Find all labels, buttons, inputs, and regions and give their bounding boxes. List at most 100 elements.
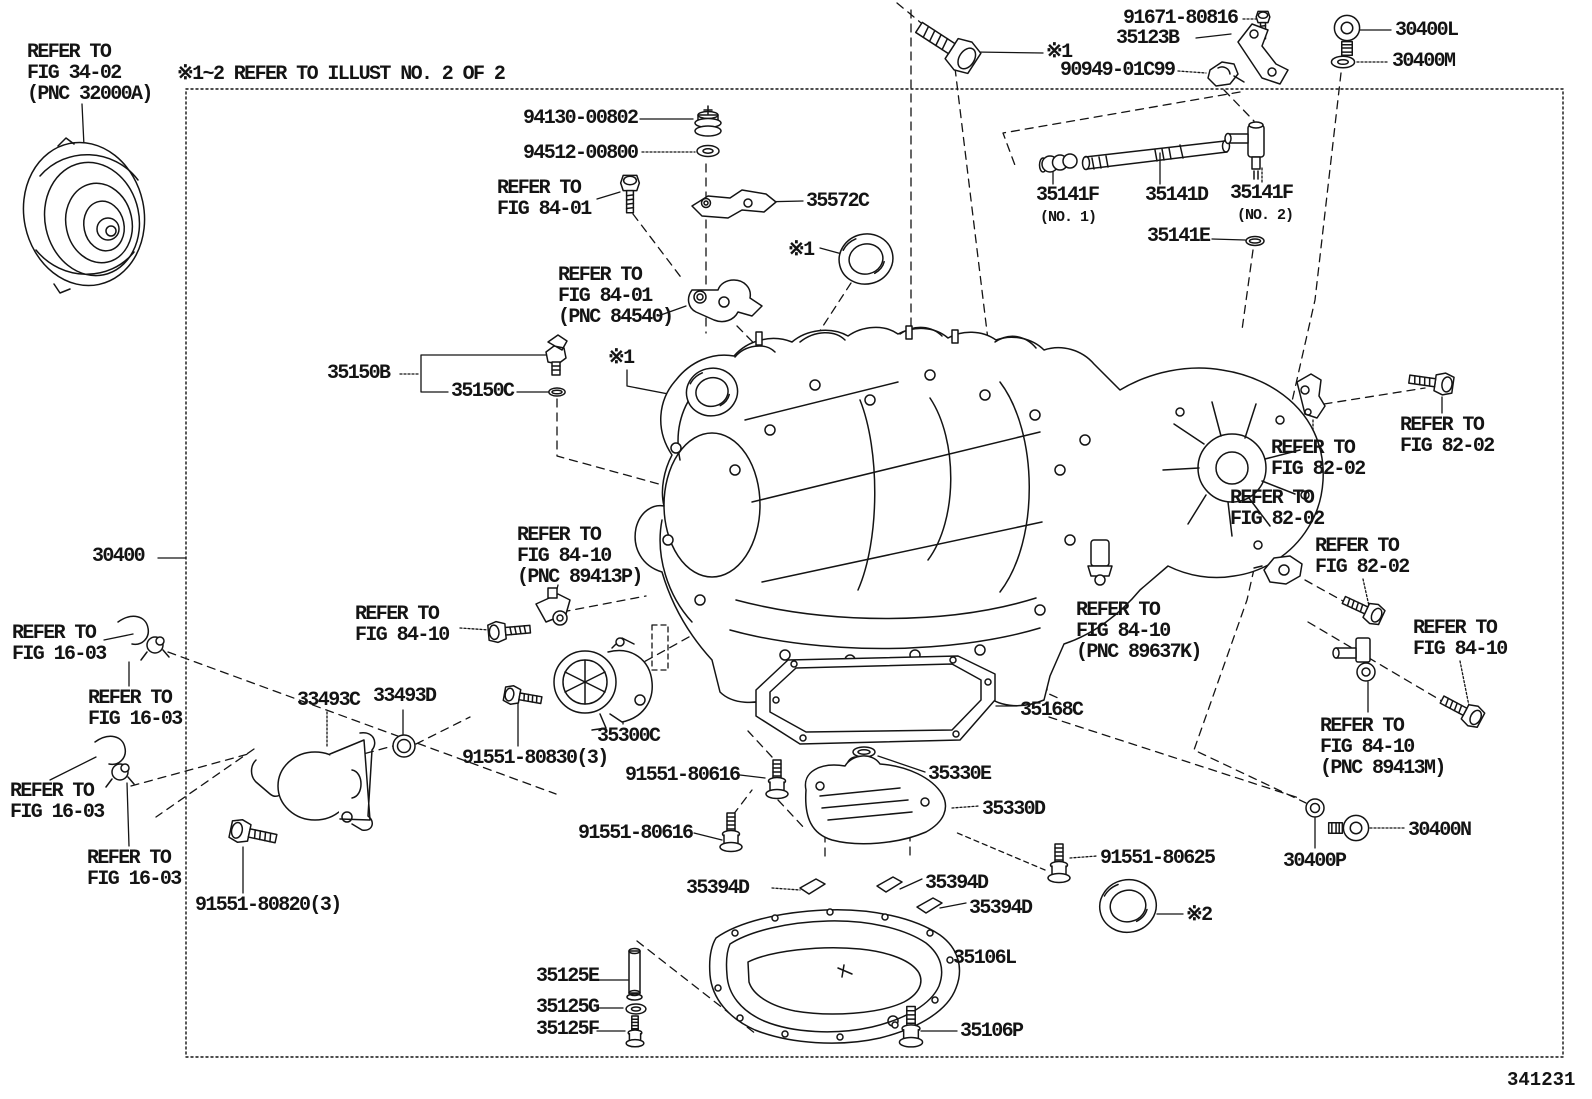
plug-30400L-icon	[1333, 14, 1361, 57]
part-94512-00800: 94512-00800	[523, 142, 639, 165]
plate-35572C-icon	[692, 190, 776, 218]
doc-number: 341231	[1507, 1069, 1576, 1091]
transaxle-case-drawing	[635, 326, 1323, 706]
ref-fig-34-02: REFER TO FIG 34-02 (PNC 32000A)	[27, 41, 153, 106]
bolt-fig8401-icon	[620, 174, 640, 214]
part-35106P: 35106P	[960, 1020, 1024, 1043]
washer-30400P-icon	[1306, 799, 1324, 817]
part-35141F-no1: 35141F	[1036, 184, 1100, 207]
oring-33493D-icon	[393, 735, 415, 757]
diagram-frame-border	[186, 89, 1563, 1057]
ref-fig-16-03-a: REFER TO FIG 16-03	[12, 622, 107, 666]
part-94130-00802: 94130-00802	[523, 107, 639, 130]
ref-fig-84-10-pnc89637K: REFER TO FIG 84-10 (PNC 89637K)	[1076, 599, 1202, 664]
control-rod-35141D-icon	[1083, 140, 1230, 170]
ref-fig-82-02-c: REFER TO FIG 82-02	[1230, 487, 1325, 531]
hose-clip-b-icon	[95, 736, 134, 787]
seal-x1-front-icon	[833, 227, 899, 291]
bolt-8202-b-icon	[1407, 367, 1456, 397]
part-30400N: 30400N	[1408, 819, 1472, 842]
bolt-80820-icon	[227, 816, 280, 851]
plug-30400N-icon	[1327, 814, 1370, 842]
part-35141F-no1-sub: (NO. 1)	[1040, 209, 1097, 226]
part-35123B: 35123B	[1116, 27, 1180, 50]
part-35125G: 35125G	[536, 996, 600, 1019]
part-35141D: 35141D	[1145, 184, 1209, 207]
ref-fig-16-03-c: REFER TO FIG 16-03	[10, 780, 105, 824]
ref-fig-84-10-left: REFER TO FIG 84-10	[355, 603, 450, 647]
washer-94512-icon	[696, 144, 720, 158]
ref-fig-82-02-a: REFER TO FIG 82-02	[1271, 437, 1366, 481]
sym-1-front-seal: ※1	[788, 239, 815, 262]
washer-35125G-icon	[625, 1003, 647, 1015]
valve-body-gasket-drawing	[756, 656, 995, 744]
clamp-90949-icon	[1208, 62, 1244, 86]
part-35394D-a: 35394D	[686, 877, 750, 900]
oil-pan-drawing	[710, 909, 960, 1043]
part-35141E: 35141E	[1147, 225, 1211, 248]
part-30400: 30400	[92, 545, 146, 568]
part-35141F-no2-sub: (NO. 2)	[1237, 207, 1294, 224]
ref-fig-84-10-pnc89413P: REFER TO FIG 84-10 (PNC 89413P)	[517, 524, 643, 589]
ref-fig-82-02-d: REFER TO FIG 82-02	[1315, 535, 1410, 579]
part-30400M: 30400M	[1392, 50, 1456, 73]
switch-89637K-icon	[1088, 540, 1112, 585]
gasket-35394D-c-icon	[917, 898, 942, 913]
breather-35150B-icon	[546, 335, 567, 375]
seal-x2-icon	[1094, 873, 1162, 939]
part-91551-80830: 91551-80830(3)	[462, 747, 609, 770]
bolt-35125F-icon	[625, 1015, 645, 1048]
part-91551-80625: 91551-80625	[1100, 847, 1216, 870]
rod-tip-35141F1-icon	[1040, 154, 1078, 172]
pawl-84540-icon	[689, 280, 762, 322]
part-35141F-no2: 35141F	[1230, 182, 1294, 205]
bolt-80625-icon	[1047, 843, 1071, 884]
part-35125E: 35125E	[536, 965, 600, 988]
bolt-80616-a-icon	[765, 759, 789, 800]
bolt-x1-top-icon	[908, 12, 985, 79]
gasket-35394D-b-icon	[877, 877, 902, 892]
part-33493D: 33493D	[373, 685, 437, 708]
oil-strainer-drawing	[805, 747, 945, 844]
part-90949-01C99: 90949-01C99	[1060, 59, 1176, 82]
part-35330E: 35330E	[928, 763, 992, 786]
pin-35125E-icon	[627, 949, 642, 1001]
part-35394D-c: 35394D	[969, 897, 1033, 920]
sym-1-mid-seal: ※1	[608, 347, 635, 370]
part-33493C: 33493C	[297, 689, 361, 712]
bracket-8202-a-icon	[1297, 374, 1325, 418]
sym-2-seal: ※2	[1186, 904, 1213, 927]
gasket-35394D-a-icon	[800, 879, 825, 894]
part-35300C: 35300C	[597, 725, 661, 748]
oil-pump-35300C-icon	[554, 638, 652, 730]
part-91551-80616-b: 91551-80616	[578, 822, 694, 845]
part-35150B: 35150B	[327, 362, 391, 385]
part-35106L: 35106L	[953, 947, 1017, 970]
part-35168C: 35168C	[1020, 699, 1084, 722]
part-35572C: 35572C	[806, 190, 870, 213]
ref-fig-82-02-b: REFER TO FIG 82-02	[1400, 414, 1495, 458]
note-illust: ※1~2 REFER TO ILLUST NO. 2 OF 2	[177, 63, 506, 86]
ref-fig-84-10-right: REFER TO FIG 84-10	[1413, 617, 1508, 661]
oring-35150C-icon	[548, 387, 566, 397]
part-35330D: 35330D	[982, 798, 1046, 821]
sym-1-top-bolt: ※1	[1046, 41, 1073, 64]
part-91671-80816: 91671-80816	[1123, 7, 1239, 30]
bolt-8410-left-icon	[486, 617, 532, 644]
ref-fig-16-03-d: REFER TO FIG 16-03	[87, 847, 182, 891]
hose-clip-a-icon	[118, 616, 169, 660]
part-30400L: 30400L	[1395, 19, 1459, 42]
ref-fig-84-01-b: REFER TO FIG 84-01 (PNC 84540)	[558, 264, 674, 329]
part-35150C: 35150C	[451, 380, 515, 403]
torque-converter-drawing	[10, 131, 157, 297]
bolt-80830-icon	[502, 683, 544, 711]
grommet-icon	[694, 105, 722, 137]
ref-fig-84-10-pnc89413M: REFER TO FIG 84-10 (PNC 89413M)	[1320, 715, 1446, 780]
part-35125F: 35125F	[536, 1018, 600, 1041]
bolt-80616-b-icon	[719, 812, 743, 853]
clamp-8202-c-icon	[1254, 556, 1302, 584]
part-91551-80616-a: 91551-80616	[625, 764, 741, 787]
ref-fig-16-03-b: REFER TO FIG 16-03	[88, 687, 183, 731]
